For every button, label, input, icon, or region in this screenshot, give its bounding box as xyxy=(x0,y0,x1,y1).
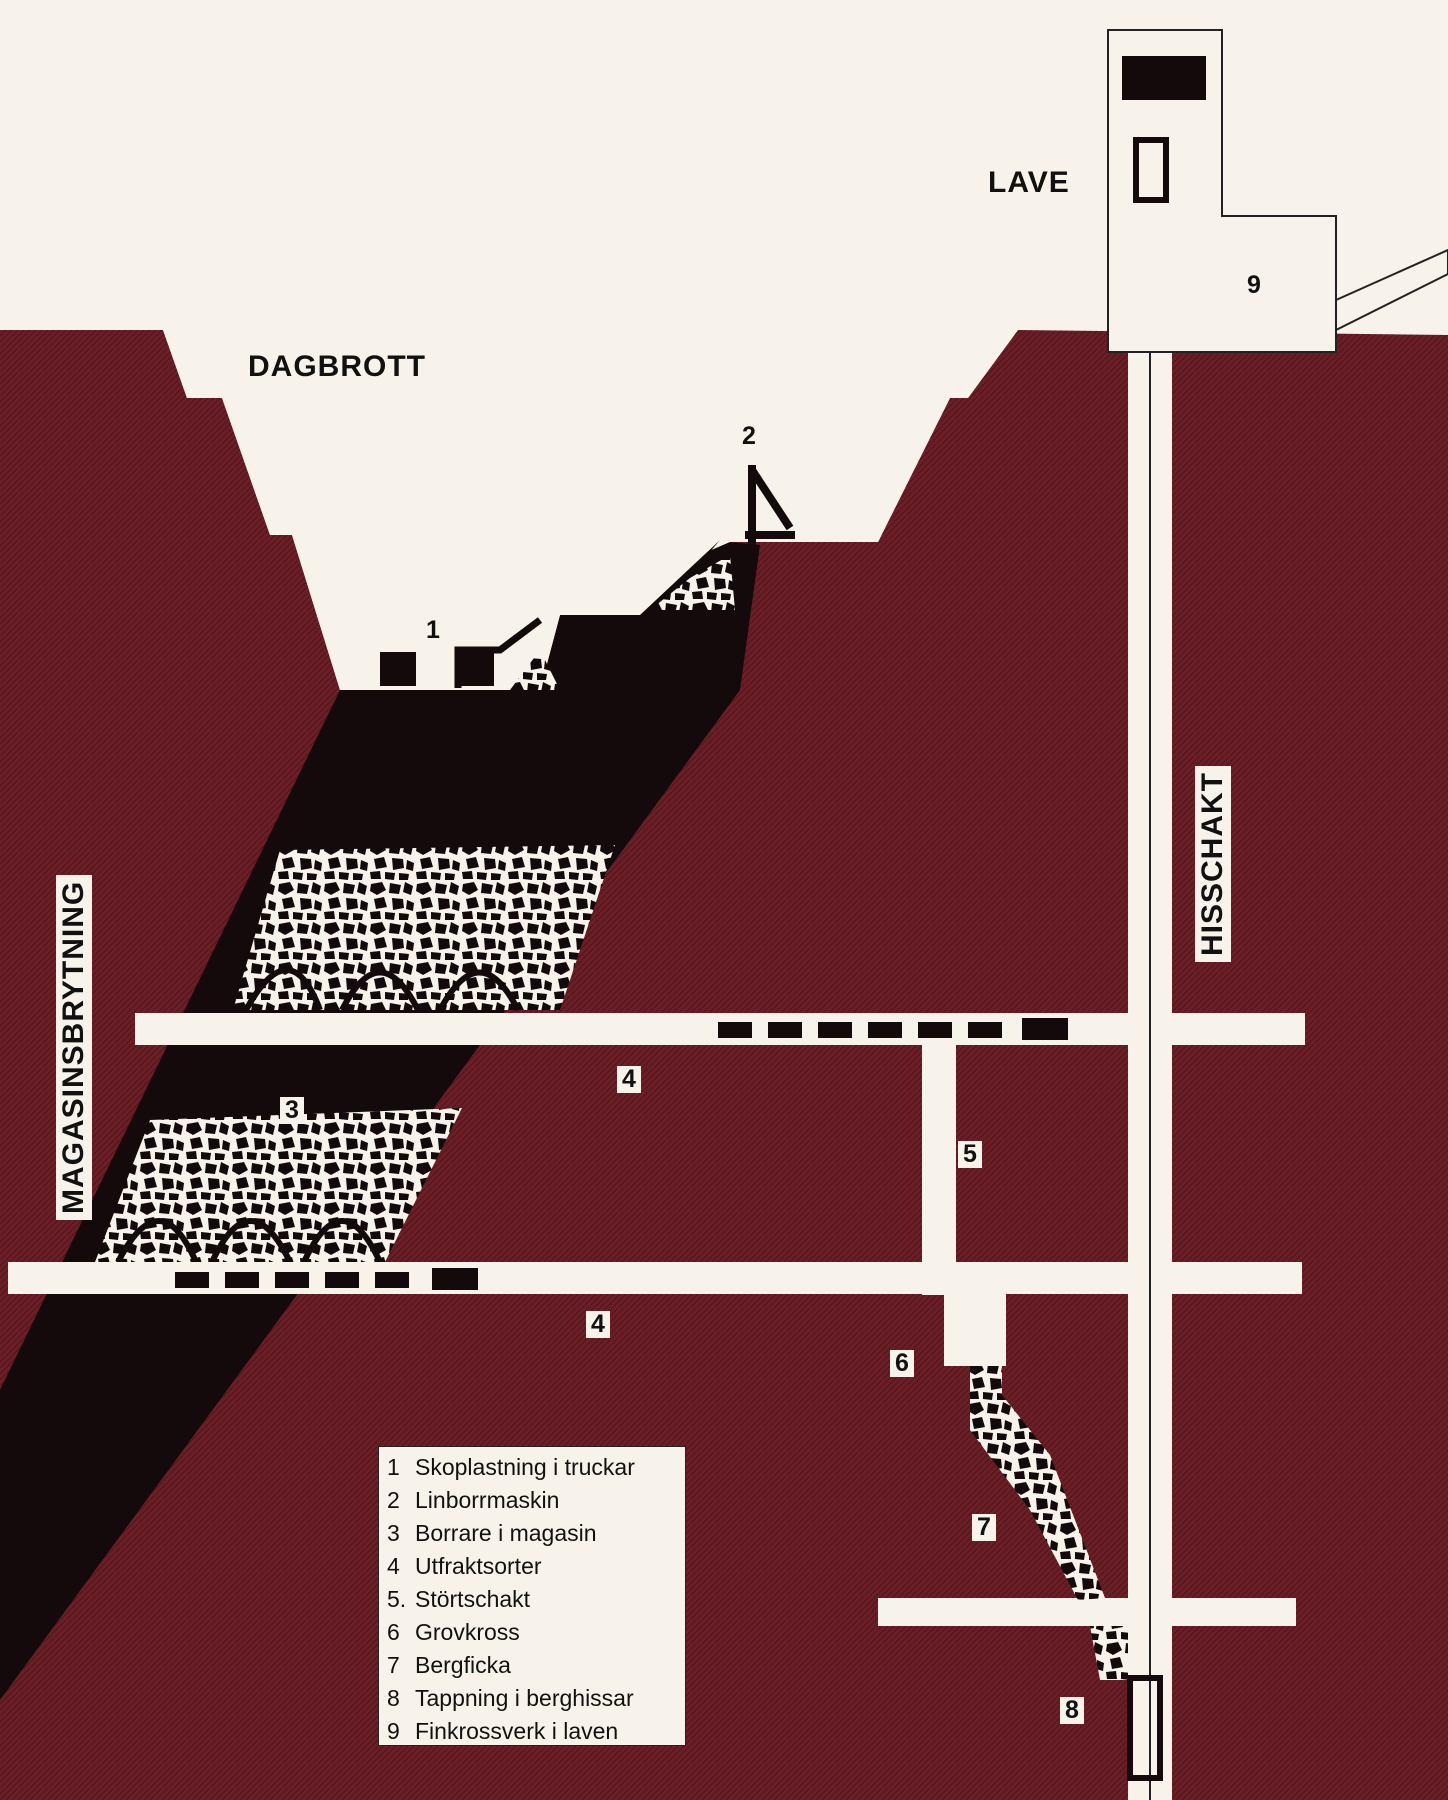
legend-number: 9 xyxy=(387,1718,400,1744)
marker-7: 7 xyxy=(972,1514,996,1541)
stope-arch xyxy=(243,967,521,1012)
skip-upper-icon xyxy=(1133,137,1169,203)
stope-arch-lower xyxy=(115,1218,383,1264)
legend-number: 2 xyxy=(387,1487,400,1513)
legend-number: 8 xyxy=(387,1685,400,1711)
headframe xyxy=(1107,29,1337,353)
upper-stope xyxy=(233,845,615,1010)
legend-row: 1 Skoplastning i truckar xyxy=(387,1451,677,1484)
marker-2: 2 xyxy=(742,422,756,450)
truck-icon-2 xyxy=(456,650,494,686)
marker-6: 6 xyxy=(890,1350,914,1377)
lower-train-icon xyxy=(175,1268,478,1290)
marker-3: 3 xyxy=(280,1097,304,1124)
legend-text: Störtschakt xyxy=(415,1586,531,1612)
legend-text: Utfraktsorter xyxy=(415,1553,542,1579)
legend-text: Grovkross xyxy=(415,1619,520,1645)
conveyor xyxy=(1335,248,1448,332)
legend-text: Bergficka xyxy=(415,1652,511,1678)
lower-stope xyxy=(95,1108,462,1262)
legend-text: Finkrossverk i laven xyxy=(415,1718,619,1744)
legend-number: 7 xyxy=(387,1652,400,1678)
legend-row: 4 Utfraktsorter xyxy=(387,1550,677,1583)
open-pit-label: DAGBROTT xyxy=(248,350,426,383)
crusher-chamber xyxy=(944,1294,1006,1366)
legend-number: 4 xyxy=(387,1553,400,1579)
open-pit xyxy=(0,0,1060,690)
bottom-drift xyxy=(878,1598,1296,1626)
marker-4-lower: 4 xyxy=(586,1311,610,1338)
legend-text: Linborrmaskin xyxy=(415,1487,560,1513)
legend-row: 3 Borrare i magasin xyxy=(387,1517,677,1550)
legend-number: 1 xyxy=(387,1454,400,1480)
pit-rubble-2 xyxy=(510,650,560,690)
upper-train-icon xyxy=(718,1018,1068,1040)
headframe-label: LAVE xyxy=(988,166,1070,199)
truck-icon-1 xyxy=(380,652,416,686)
legend-row: 9 Finkrossverk i laven xyxy=(387,1715,677,1748)
legend-row: 6 Grovkross xyxy=(387,1616,677,1649)
marker-9: 9 xyxy=(1247,271,1261,299)
legend-number: 6 xyxy=(387,1619,400,1645)
legend-row: 2 Linborrmaskin xyxy=(387,1484,677,1517)
legend-text: Borrare i magasin xyxy=(415,1520,597,1546)
ore-pass xyxy=(922,1045,956,1295)
lower-haulage-drift xyxy=(8,1262,1302,1294)
legend-text: Skoplastning i truckar xyxy=(415,1454,635,1480)
legend-row: 7 Bergficka xyxy=(387,1649,677,1682)
winder-icon xyxy=(1122,56,1206,100)
marker-8: 8 xyxy=(1060,1697,1084,1724)
ore-bin-lower xyxy=(1090,1626,1128,1680)
stope-mining-label: MAGASINSBRYTNING xyxy=(56,874,92,1220)
legend-number: 3 xyxy=(387,1520,400,1546)
marker-1: 1 xyxy=(426,616,440,644)
marker-4-upper: 4 xyxy=(617,1066,641,1093)
marker-5: 5 xyxy=(958,1141,982,1168)
skip-lower-icon xyxy=(1127,1675,1163,1781)
hoist-shaft-label: HISSCHAKT xyxy=(1195,765,1231,962)
ore-bin xyxy=(970,1366,1105,1600)
legend-row: 5. Störtschakt xyxy=(387,1583,677,1616)
pit-rubble xyxy=(650,555,735,610)
legend-text: Tappning i berghissar xyxy=(415,1685,634,1711)
drill-rig-icon xyxy=(745,465,795,545)
legend: 1 Skoplastning i truckar 2 Linborrmaskin 3 Bo… xyxy=(378,1446,686,1746)
legend-number: 5. xyxy=(387,1586,407,1612)
legend-row: 8 Tappning i berghissar xyxy=(387,1682,677,1715)
